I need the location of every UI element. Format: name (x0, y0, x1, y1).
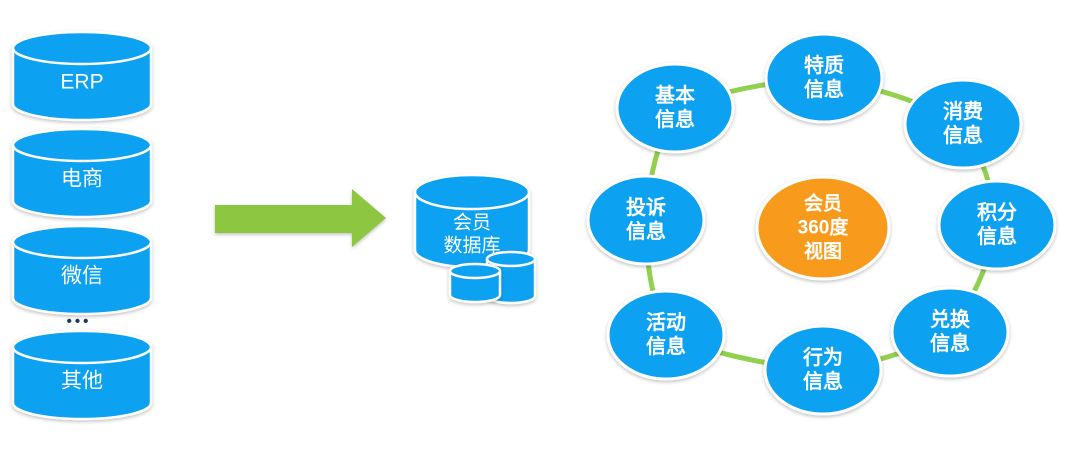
database-cylinder-icon (448, 271, 502, 304)
cylinder-top-icon (11, 224, 153, 260)
source-cylinders (11, 30, 153, 421)
source-label-other: 其他 (61, 370, 103, 393)
cylinder-top-icon (11, 127, 153, 163)
ring-node-activity-info: 活动 信息 (606, 289, 726, 381)
database-cylinder-icon (11, 242, 153, 316)
ring-node-trait-info: 特质 信息 (764, 32, 884, 124)
flow-arrow-right-icon (215, 189, 386, 247)
member-database-label-line1: 会员 (453, 212, 491, 234)
cylinder-top-icon (413, 173, 531, 211)
center-label-line1: 会员 (804, 192, 842, 215)
source-label-erp: ERP (60, 71, 103, 94)
ring-node-basic-info: 基本 信息 (615, 62, 735, 154)
cylinder-top-icon (448, 262, 502, 280)
ring-node-ellipse (615, 62, 735, 154)
ring-node-label-line1: 投诉 (626, 195, 666, 219)
ring-node-ellipse (764, 32, 884, 124)
center-ellipse (755, 175, 891, 281)
ring-node-label-line1: 基本 (655, 84, 695, 107)
ring-node-label-line1: 消费 (943, 99, 983, 123)
cylinder-top-icon (485, 250, 537, 268)
ring-node-redemption-info: 兑换 信息 (890, 286, 1010, 378)
ring-node-label-line2: 信息 (930, 331, 970, 355)
ring-nodes: 基本 信息 特质 信息 消费 信息 积分 信息 兑换 信息 行为 信息 (586, 32, 1057, 416)
ring-node-ellipse (890, 286, 1010, 378)
ring-node-ellipse (937, 179, 1057, 271)
center-label-line2: 360度 (798, 216, 850, 239)
ring-node-label-line2: 信息 (646, 334, 686, 358)
ring-node-label-line2: 信息 (804, 77, 844, 101)
source-label-ecommerce: 电商 (61, 168, 103, 191)
member-database-label: 会员 数据库 (443, 212, 500, 257)
center-label-line3: 视图 (804, 240, 842, 263)
ring-node-label-line1: 行为 (802, 345, 843, 369)
ring-node-ellipse (586, 174, 706, 266)
ring-node-label-line1: 积分 (977, 201, 1017, 224)
ring-node-label-line2: 信息 (803, 369, 843, 393)
cylinder-top-icon (11, 329, 153, 365)
database-cylinder-icon (11, 145, 153, 219)
sources-ellipsis: ••• (67, 313, 92, 330)
ring-node-ellipse (606, 289, 726, 381)
cylinder-top-icon (11, 30, 153, 66)
ring-node-label-line2: 信息 (655, 107, 695, 131)
ring-node-label-line1: 特质 (804, 53, 844, 77)
ring-node-label-line2: 信息 (626, 219, 666, 243)
source-cylinder-other (11, 329, 153, 421)
member-database-group (413, 173, 537, 305)
ring-node-complaint-info: 投诉 信息 (586, 174, 706, 266)
ring-node-ellipse (903, 78, 1023, 170)
source-cylinder-labels: ERP 电商 微信 其他 ••• (60, 71, 103, 393)
ring-center-member-360-view: 会员 360度 视图 (755, 175, 891, 281)
database-cylinder-icon (11, 48, 153, 122)
ring-node-label-line1: 活动 (646, 311, 686, 334)
small-database-cylinder-left-icon (448, 262, 502, 304)
ring-node-label-line2: 信息 (943, 123, 983, 147)
source-cylinder-wechat (11, 224, 153, 316)
ring-node-points-info: 积分 信息 (937, 179, 1057, 271)
ring-node-label-line2: 信息 (977, 224, 1017, 248)
ring-node-ellipse (763, 324, 883, 416)
ring-node-consumption-info: 消费 信息 (903, 78, 1023, 170)
source-cylinder-ecommerce (11, 127, 153, 219)
source-cylinder-erp (11, 30, 153, 122)
database-cylinder-icon (11, 347, 153, 421)
ring-node-label-line1: 兑换 (930, 307, 971, 331)
source-label-wechat: 微信 (61, 265, 103, 288)
member-database-label-line2: 数据库 (443, 235, 500, 257)
ring-node-behavior-info: 行为 信息 (763, 324, 883, 416)
